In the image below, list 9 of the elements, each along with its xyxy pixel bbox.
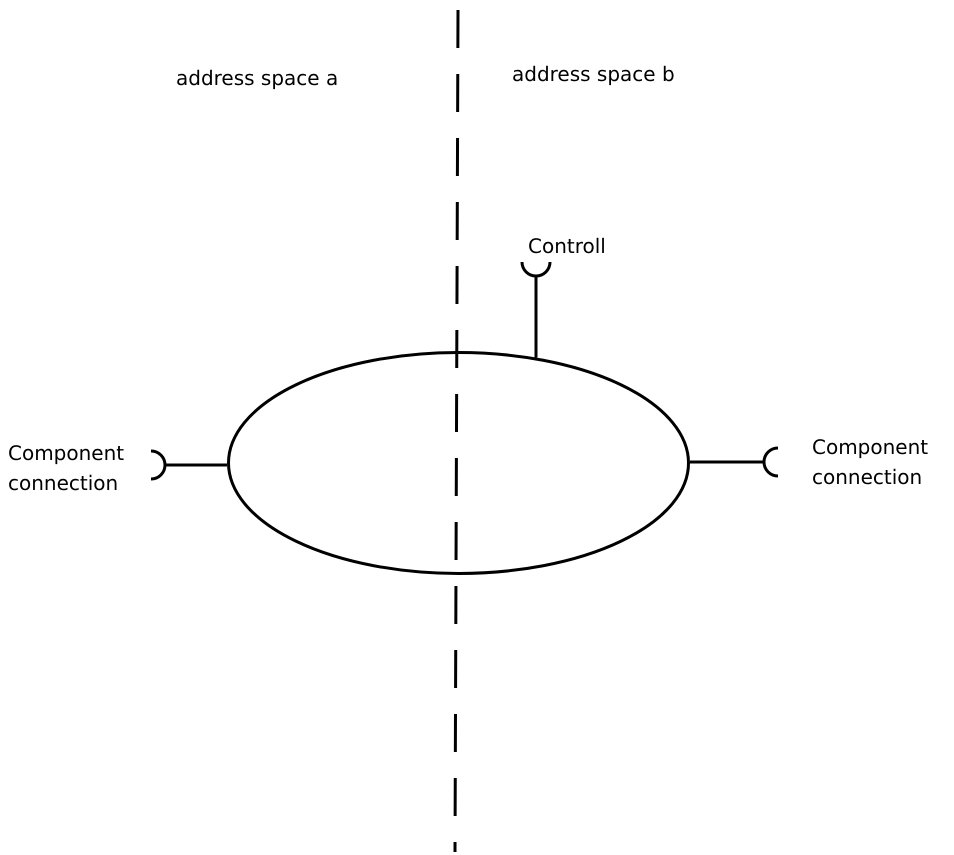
component-ellipse [227, 351, 690, 575]
required-interface-connector [520, 260, 552, 358]
interface-label: Controll [528, 231, 628, 261]
region-label: address space b [512, 62, 675, 86]
required-interface-connector [150, 450, 228, 480]
region-label: address space a [176, 66, 338, 90]
interface-label: Component connection [8, 438, 150, 498]
interface-label: Component connection [812, 432, 952, 492]
required-interface-connector [690, 446, 780, 478]
